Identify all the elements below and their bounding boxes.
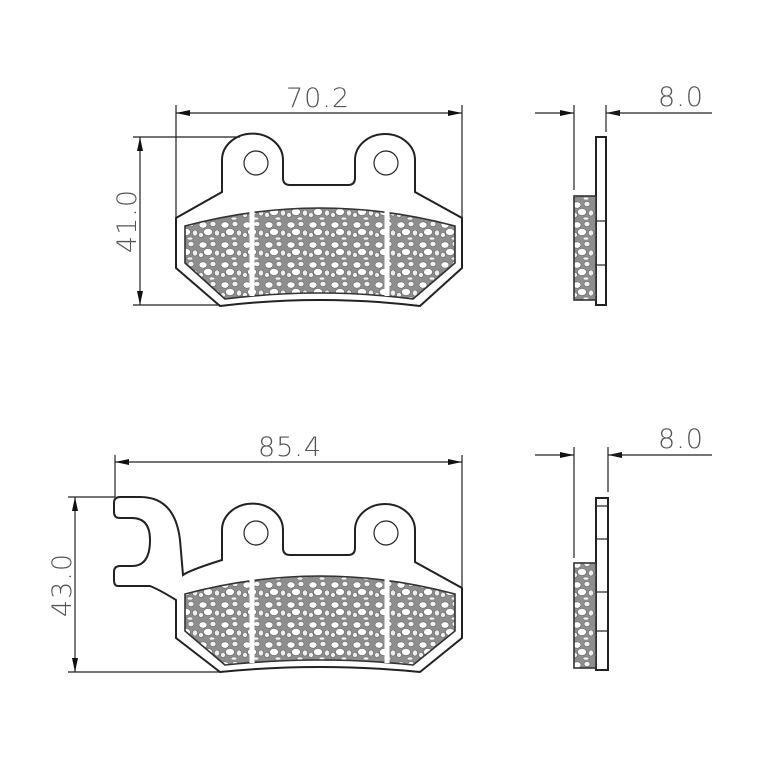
thickness-label: 8.0 <box>658 424 704 455</box>
pad-bottom-front-view <box>113 496 463 674</box>
height-label: 43.0 <box>47 553 78 617</box>
thickness-label: 8.0 <box>658 82 704 113</box>
dimension-width-top: 70.2 <box>175 83 463 218</box>
mounting-hole <box>243 520 269 546</box>
mounting-hole <box>373 150 399 176</box>
dimension-height-top: 41.0 <box>112 136 240 306</box>
mounting-hole <box>373 520 399 546</box>
dimension-height-bottom: 43.0 <box>47 496 220 673</box>
pad-top-front-view <box>175 132 463 308</box>
height-label: 41.0 <box>112 189 143 253</box>
friction-material <box>184 207 456 300</box>
width-label: 70.2 <box>286 83 350 114</box>
pad-bottom-side-view: 8.0 <box>535 424 712 671</box>
dimension-width-bottom: 85.4 <box>114 432 463 588</box>
friction-material <box>184 575 456 666</box>
pad-top-side-view: 8.0 <box>535 82 712 306</box>
width-label: 85.4 <box>258 432 322 463</box>
mounting-hole <box>243 150 269 176</box>
